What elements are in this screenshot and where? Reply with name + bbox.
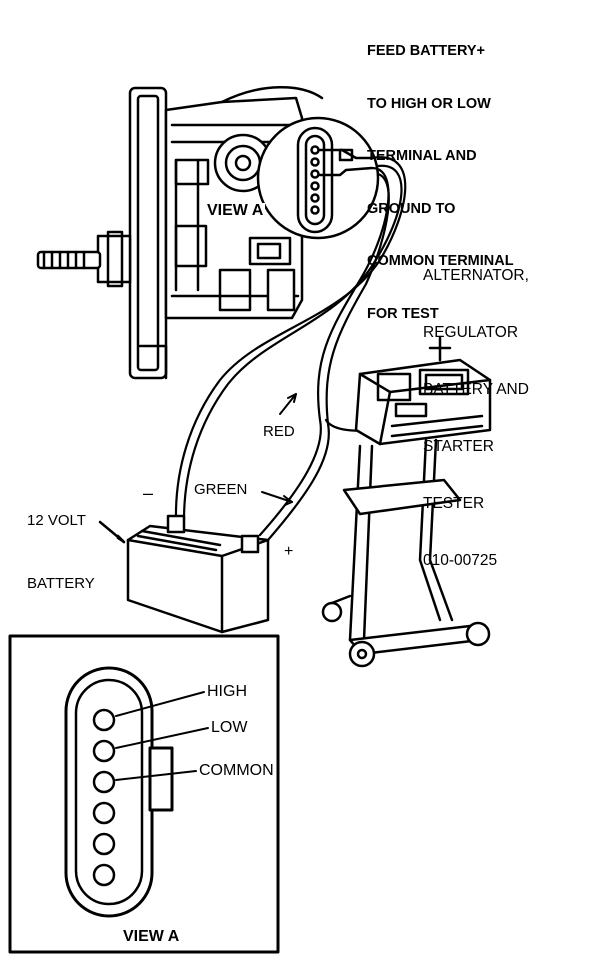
feed-note-line: FOR TEST (367, 305, 439, 322)
battery-label: 12 VOLT BATTERY (27, 468, 95, 615)
feed-note-line: GROUND TO (367, 200, 456, 217)
tester-label-line: BATTERY AND (423, 381, 529, 398)
high-terminal-label: HIGH (207, 683, 247, 700)
tester-label-line: ALTERNATOR, (423, 267, 529, 284)
tester-label-line: TESTER (423, 495, 485, 512)
leader-high (115, 691, 205, 717)
tester-label-line: 010-00725 (423, 552, 498, 569)
battery-label-line: 12 VOLT (27, 512, 86, 529)
terminal-low (92, 739, 116, 763)
terminal-6 (92, 863, 116, 887)
common-terminal-label: COMMON (199, 762, 274, 779)
battery-illustration (98, 514, 270, 634)
leader-low (115, 727, 209, 749)
tester-label-line: REGULATOR (423, 324, 519, 341)
terminal-common (92, 770, 116, 794)
view-a-callout-circle (256, 116, 380, 240)
label-leader-lines (261, 393, 297, 506)
green-wire-label: GREEN (194, 481, 248, 498)
feed-note-line: TERMINAL AND (367, 148, 477, 164)
positive-terminal-sign: + (284, 543, 294, 560)
tester-cart-illustration (321, 336, 492, 668)
terminal-high (92, 708, 116, 732)
view-a-callout-label: VIEW A (205, 202, 266, 219)
tester-cables (174, 156, 407, 542)
view-a-detail-box (8, 634, 280, 954)
terminal-4 (92, 801, 116, 825)
tester-label-line: STARTER (423, 438, 494, 455)
tester-label: ALTERNATOR, REGULATOR BATTERY AND STARTE… (423, 228, 529, 589)
terminal-5 (92, 832, 116, 856)
negative-terminal-sign: – (143, 483, 154, 503)
feed-note-line: COMMON TERMINAL (367, 253, 514, 269)
view-a-detail-title: VIEW A (123, 928, 180, 945)
red-wire-label: RED (263, 423, 295, 440)
feed-note-line: FEED BATTERY+ (367, 43, 486, 59)
feed-battery-instruction: FEED BATTERY+ TO HIGH OR LOW TERMINAL AN… (367, 8, 514, 341)
feed-note-line: TO HIGH OR LOW (367, 95, 491, 112)
leader-common (115, 770, 197, 781)
battery-label-line: BATTERY (27, 575, 95, 592)
low-terminal-label: LOW (211, 719, 248, 736)
